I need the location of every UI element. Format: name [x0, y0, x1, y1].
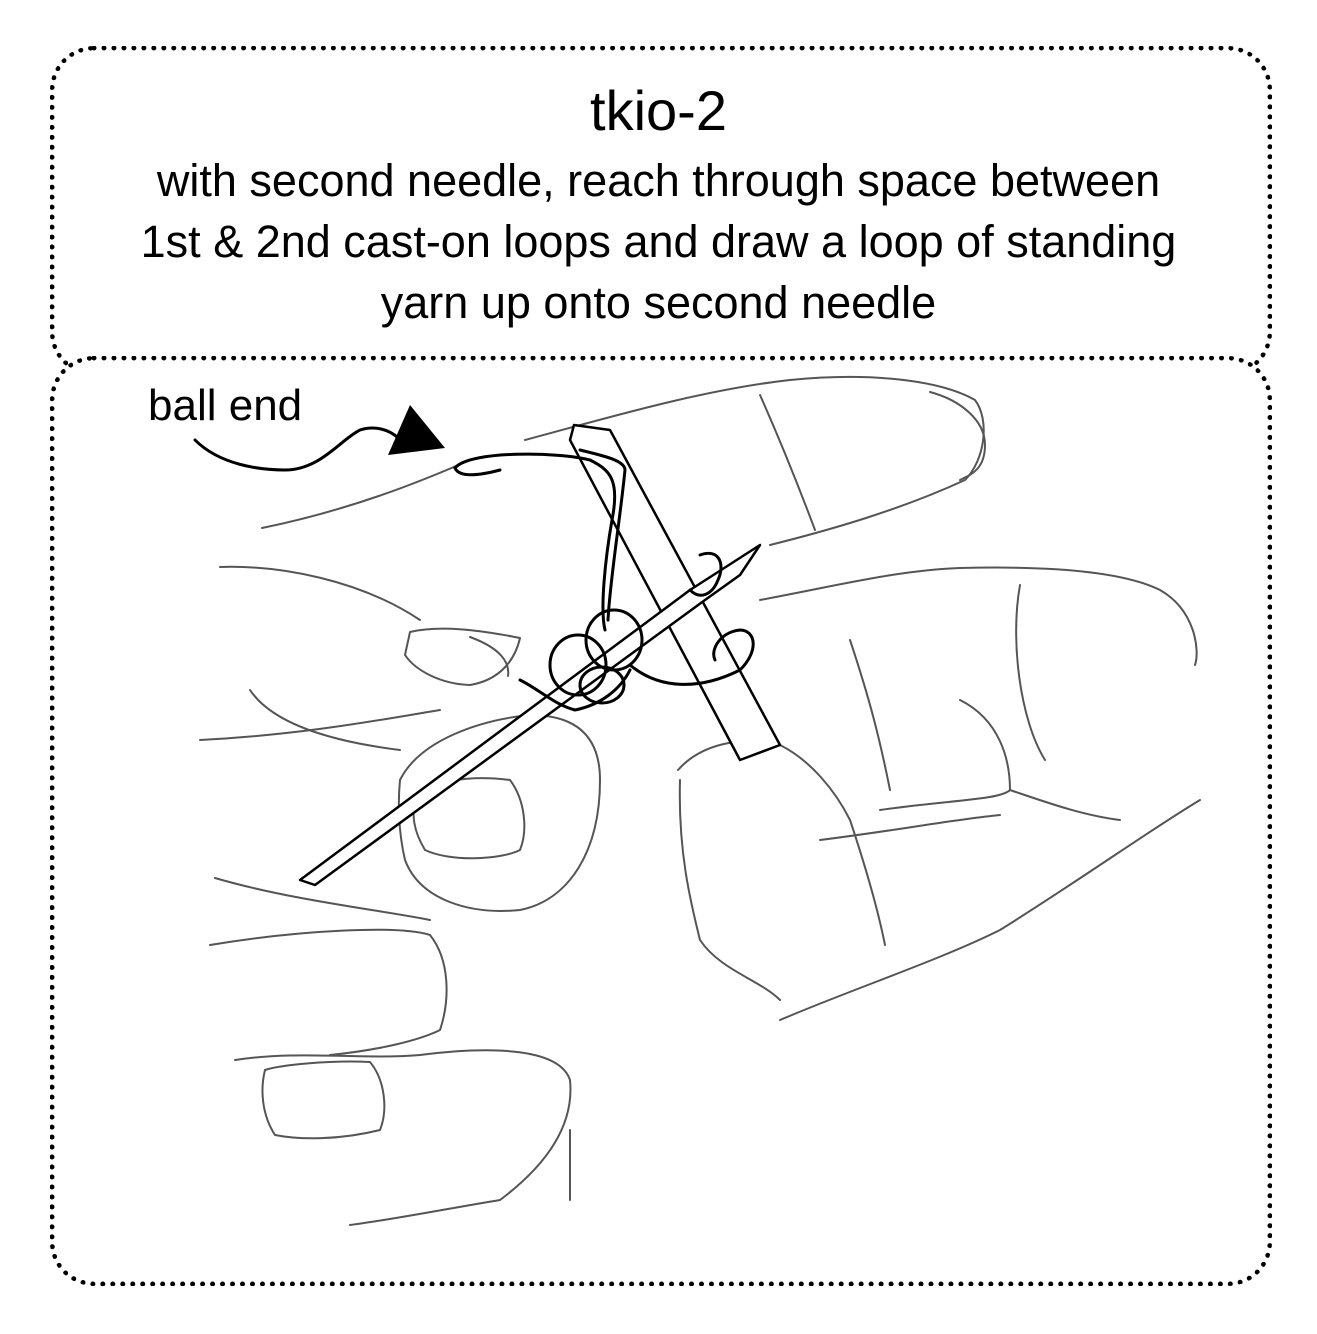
ball-end-label: ball end	[148, 381, 303, 430]
ball-end-arrow	[193, 405, 445, 472]
hands-outline	[199, 375, 1201, 1226]
knitting-needles	[298, 423, 782, 887]
illustration-frame	[50, 356, 1272, 1286]
arrowhead-icon	[388, 405, 445, 455]
instruction-line: 1st & 2nd cast-on loops and draw a loop …	[140, 216, 1177, 267]
yarn-loops	[453, 448, 755, 712]
instruction-line: yarn up onto second needle	[380, 277, 937, 328]
instruction-line: with second needle, reach through space …	[156, 155, 1161, 206]
step-title: tkio-2	[590, 79, 727, 142]
instruction-text: with second needle, reach through space …	[0, 150, 1317, 333]
